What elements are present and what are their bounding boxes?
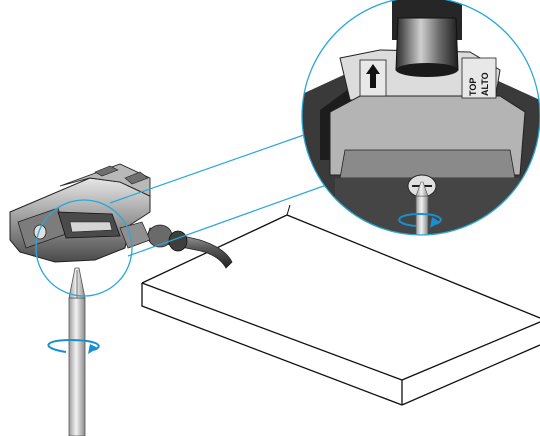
detail-circle-small	[35, 199, 133, 297]
rotate-clockwise-icon	[47, 338, 100, 354]
label-alto: ALTO	[480, 72, 490, 96]
zoom-detail	[301, 0, 540, 236]
connector-body	[9, 163, 151, 263]
rotate-clockwise-icon-detail	[398, 212, 442, 228]
screwdriver	[68, 267, 86, 436]
up-arrow-icon	[366, 64, 380, 88]
table-slab	[141, 204, 540, 406]
callout-lines	[109, 129, 347, 257]
label-top: TOP	[468, 78, 478, 96]
